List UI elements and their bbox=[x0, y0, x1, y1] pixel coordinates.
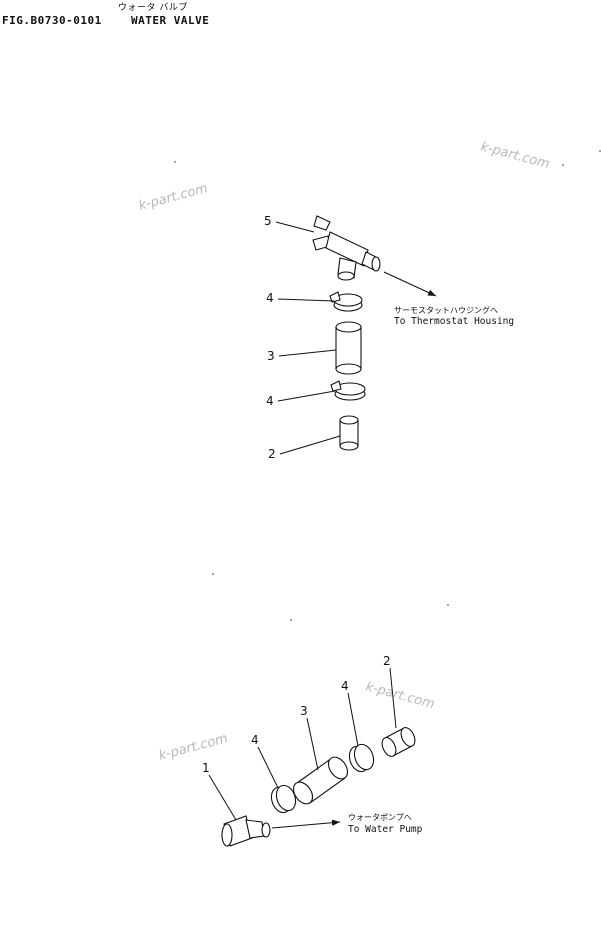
part-4-hose-clamp bbox=[348, 743, 375, 773]
callout-1: 1 bbox=[202, 761, 210, 775]
figure-title: WATER VALVE bbox=[131, 14, 210, 27]
watermark: k-part.com bbox=[479, 139, 551, 172]
callout-4: 4 bbox=[341, 679, 349, 693]
part-2-fitting bbox=[381, 727, 416, 757]
figure-code: FIG.B0730-0101 bbox=[2, 14, 102, 27]
japanese-title: ウォータ バルブ bbox=[118, 3, 188, 13]
part-4-hose-clamp bbox=[330, 380, 366, 401]
part-1-elbow bbox=[221, 815, 271, 847]
callout-4: 4 bbox=[266, 291, 274, 305]
part-3-hose bbox=[335, 321, 362, 375]
watermark: k-part.com bbox=[137, 181, 209, 214]
watermark: k-part.com bbox=[364, 679, 436, 712]
callout-2: 2 bbox=[383, 654, 391, 668]
note-to-thermostat: To Thermostat Housing bbox=[394, 316, 514, 327]
callout-5: 5 bbox=[264, 214, 272, 228]
watermark: k-part.com bbox=[157, 731, 229, 764]
callout-2: 2 bbox=[268, 447, 276, 461]
part-5-water-valve bbox=[312, 215, 381, 281]
note-to-thermostat-jp: サーモスタットハウジングへ bbox=[394, 305, 498, 315]
part-3-hose bbox=[292, 756, 349, 805]
note-to-water-pump-jp: ウォータポンプへ bbox=[348, 813, 412, 822]
callout-3: 3 bbox=[300, 704, 308, 718]
part-4-hose-clamp bbox=[329, 291, 363, 312]
part-2-fitting bbox=[339, 415, 359, 451]
part-4-hose-clamp bbox=[270, 784, 297, 814]
callout-4: 4 bbox=[266, 394, 274, 408]
callout-4: 4 bbox=[251, 733, 259, 747]
note-to-water-pump: To Water Pump bbox=[348, 824, 423, 835]
callout-3: 3 bbox=[267, 349, 275, 363]
